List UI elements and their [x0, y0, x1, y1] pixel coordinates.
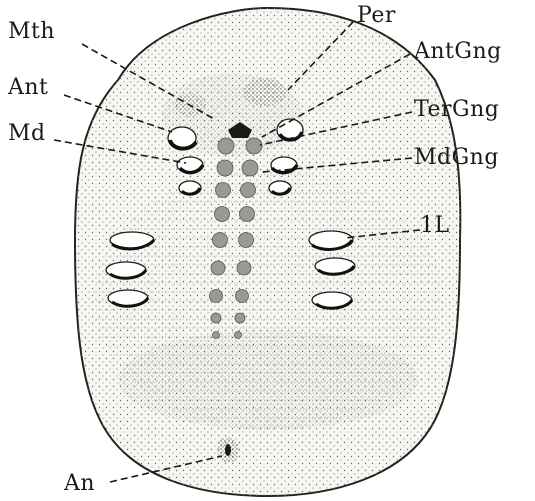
label-mdgng: MdGng — [414, 145, 499, 170]
label-antgng: AntGng — [413, 39, 502, 64]
antennal-ganglion-left — [218, 138, 234, 154]
label-1l: 1L — [420, 213, 450, 238]
anus — [225, 444, 231, 456]
per-lobe — [243, 78, 287, 106]
label-md: Md — [8, 121, 46, 146]
label-ant: Ant — [7, 75, 48, 100]
antennal-ganglion-right — [246, 138, 262, 154]
label-per: Per — [357, 3, 396, 28]
label-tergng: TerGng — [414, 97, 499, 122]
label-an: An — [63, 471, 95, 496]
abdomen-stipple — [118, 330, 418, 430]
label-mth: Mth — [8, 19, 55, 44]
